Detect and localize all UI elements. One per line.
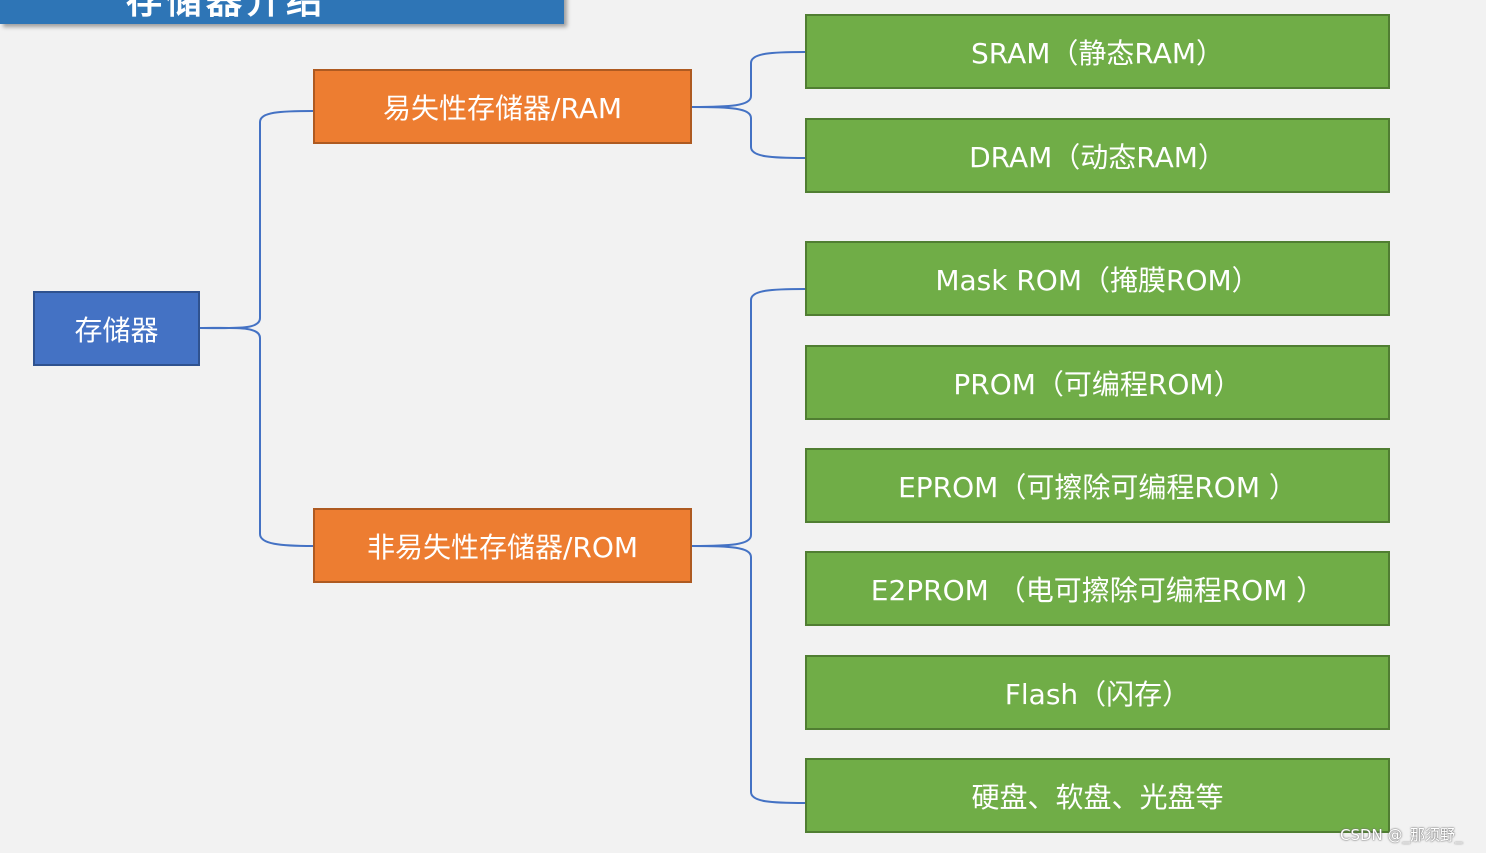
root-node-memory: 存储器 xyxy=(33,291,200,366)
leaf-label: DRAM（动态RAM） xyxy=(969,140,1226,174)
connector-rom-storage xyxy=(691,545,806,804)
leaf-node-e2prom: E2PROM （电可擦除可编程ROM ） xyxy=(805,551,1390,626)
branch-node-volatile-ram: 易失性存储器/RAM xyxy=(313,69,692,144)
leaf-node-disk-storage: 硬盘、软盘、光盘等 xyxy=(805,758,1390,833)
connector-root-ram xyxy=(199,110,314,330)
leaf-label: Mask ROM（掩膜ROM） xyxy=(935,263,1260,297)
leaf-label: EPROM（可擦除可编程ROM ） xyxy=(898,470,1297,504)
leaf-label: 硬盘、软盘、光盘等 xyxy=(971,780,1224,814)
watermark: CSDN @_那须野_ xyxy=(1340,826,1463,844)
leaf-label: SRAM（静态RAM） xyxy=(970,36,1225,70)
leaf-label: PROM（可编程ROM） xyxy=(953,367,1242,401)
leaf-node-dram: DRAM（动态RAM） xyxy=(805,118,1390,193)
leaf-node-flash: Flash（闪存） xyxy=(805,655,1390,730)
root-label: 存储器 xyxy=(74,313,159,347)
branch-label: 非易失性存储器/ROM xyxy=(366,530,639,564)
diagram-title: 存储器介绍 xyxy=(126,0,327,22)
leaf-label: E2PROM （电可擦除可编程ROM ） xyxy=(870,573,1325,607)
title-banner: 存储器介绍 xyxy=(0,0,564,24)
connector-root-rom xyxy=(199,326,314,547)
leaf-node-sram: SRAM（静态RAM） xyxy=(805,14,1390,89)
connector-ram-sram xyxy=(691,51,806,108)
connector-rom-mask xyxy=(691,288,806,547)
branch-node-nonvolatile-rom: 非易失性存储器/ROM xyxy=(313,508,692,583)
leaf-node-eprom: EPROM（可擦除可编程ROM ） xyxy=(805,448,1390,523)
leaf-node-prom: PROM（可编程ROM） xyxy=(805,345,1390,420)
leaf-node-mask-rom: Mask ROM（掩膜ROM） xyxy=(805,241,1390,316)
branch-label: 易失性存储器/RAM xyxy=(382,91,623,125)
connector-ram-dram xyxy=(691,106,806,159)
leaf-label: Flash（闪存） xyxy=(1004,677,1191,711)
